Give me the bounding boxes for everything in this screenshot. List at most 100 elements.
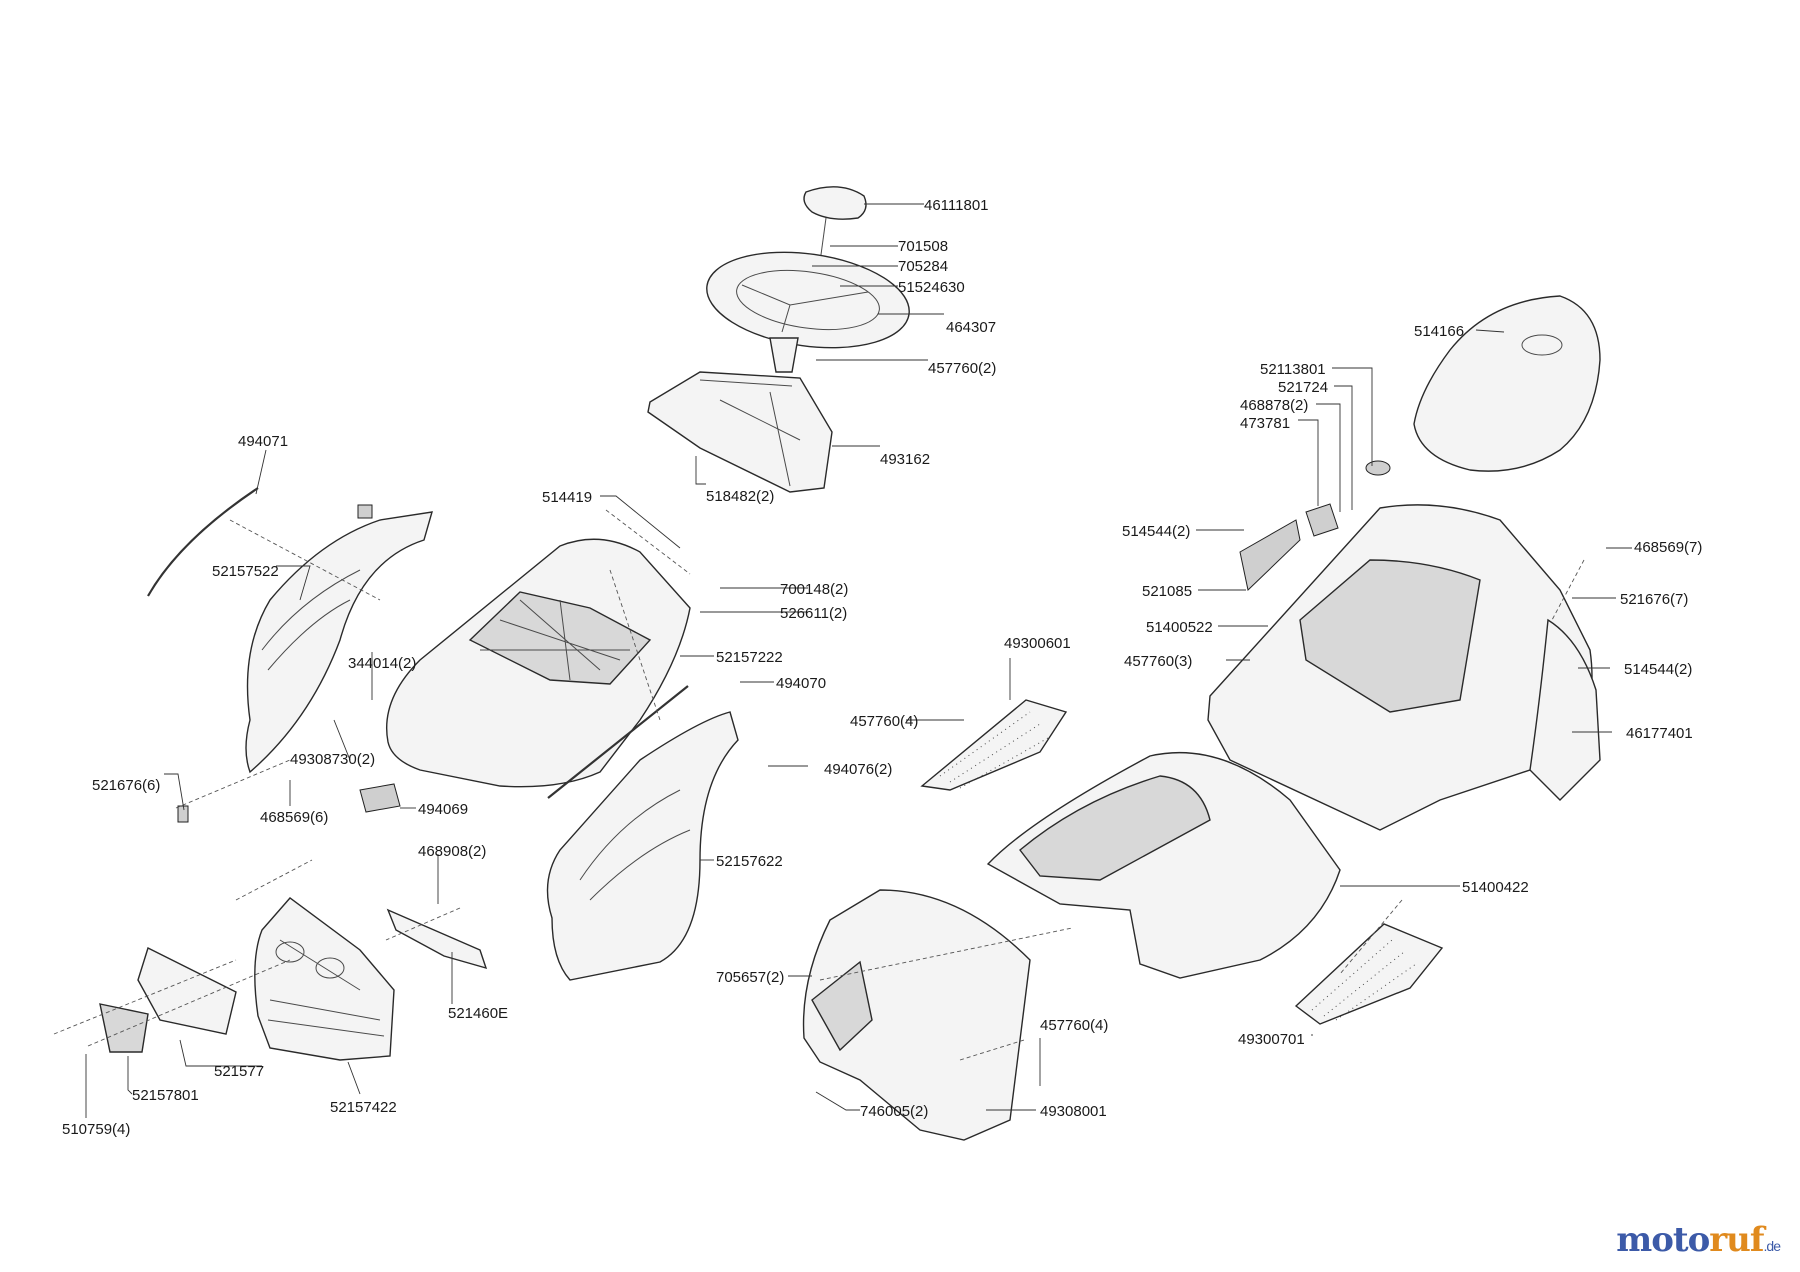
- grille-frame-52157422: [254, 897, 395, 1061]
- part-labels: 46111801 701508 705284 51524630 464307 4…: [62, 197, 1702, 1138]
- label-464307: 464307: [946, 319, 996, 336]
- steering-column: [769, 337, 799, 373]
- label-52157622: 52157622: [716, 853, 783, 870]
- floor-pan-51400422: [986, 751, 1341, 979]
- label-705284: 705284: [898, 258, 948, 275]
- hood-grille-lines: [480, 599, 630, 681]
- label-514544-2-left: 514544(2): [1122, 523, 1190, 540]
- label-457760-3: 457760(3): [1124, 653, 1192, 670]
- left-side-parts: [147, 487, 433, 823]
- label-494076-2: 494076(2): [824, 761, 892, 778]
- label-51524630: 51524630: [898, 279, 965, 296]
- label-468908-2: 468908(2): [418, 843, 486, 860]
- label-52157801: 52157801: [132, 1087, 199, 1104]
- seat-hole: [1521, 334, 1563, 356]
- grille-lamp-2: [315, 957, 345, 979]
- label-521460E: 521460E: [448, 1005, 508, 1022]
- label-468569-7: 468569(7): [1634, 539, 1702, 556]
- label-521085: 521085: [1142, 583, 1192, 600]
- label-521577: 521577: [214, 1063, 264, 1080]
- label-514419: 514419: [542, 489, 592, 506]
- logo-suffix: .de: [1763, 1238, 1781, 1254]
- label-518482-2: 518482(2): [706, 488, 774, 505]
- logo-moto: moto: [1616, 1220, 1710, 1260]
- grille-lamp-1: [275, 941, 305, 963]
- hood-grille: [468, 591, 652, 685]
- label-701508: 701508: [898, 238, 948, 255]
- steering-bolt: [819, 217, 827, 263]
- label-46177401: 46177401: [1626, 725, 1693, 742]
- bracket-521085: [1239, 519, 1301, 591]
- switch-473781: [1305, 503, 1339, 537]
- clip-left-1: [357, 504, 373, 519]
- dashboard-detail: [699, 379, 801, 487]
- label-494070: 494070: [776, 675, 826, 692]
- steering-wheel: [706, 251, 910, 349]
- bracket-521460E: [386, 908, 488, 970]
- footrest-49300701: [1294, 923, 1444, 1025]
- label-700148-2: 700148(2): [780, 581, 848, 598]
- label-51400522: 51400522: [1146, 619, 1213, 636]
- left-fender: [245, 511, 433, 774]
- hood-label-494069: [359, 783, 401, 813]
- label-52113801: 52113801: [1260, 361, 1326, 378]
- lens-521577: [137, 947, 237, 1035]
- seat-opening: [1299, 559, 1481, 713]
- logo-ruf: ruf: [1709, 1220, 1764, 1260]
- label-49300701: 49300701: [1238, 1031, 1305, 1048]
- label-52157222: 52157222: [716, 649, 783, 666]
- label-344014-2: 344014(2): [348, 655, 416, 672]
- footrest-dots-1: [939, 711, 1049, 789]
- label-521724: 521724: [1278, 379, 1328, 396]
- label-468569-6: 468569(6): [260, 809, 328, 826]
- grille-lines: [267, 939, 385, 1037]
- label-510759-4: 510759(4): [62, 1121, 130, 1138]
- footrest-dots-2: [1311, 939, 1417, 1021]
- label-52157522: 52157522: [212, 563, 279, 580]
- steering-assembly: [647, 186, 910, 493]
- label-49308001: 49308001: [1040, 1103, 1107, 1120]
- floor-pan-opening: [1019, 775, 1211, 881]
- dashboard-panel: [647, 371, 833, 493]
- left-fender-vent: [261, 569, 361, 671]
- clip-left-2: [177, 805, 189, 823]
- label-494069: 494069: [418, 801, 468, 818]
- lower-parts: [802, 699, 1444, 1141]
- fender-vent: [579, 789, 691, 901]
- footrest-49300601: [920, 699, 1068, 791]
- steering-cap: [803, 186, 867, 220]
- trim-strip-494071: [147, 487, 259, 597]
- label-46111801: 46111801: [924, 197, 989, 214]
- front-grille-group: [99, 897, 488, 1061]
- label-705657-2: 705657(2): [716, 969, 784, 986]
- cover-46177401: [1529, 618, 1601, 801]
- label-746005-2: 746005(2): [860, 1103, 928, 1120]
- label-521676-7: 521676(7): [1620, 591, 1688, 608]
- label-49300601: 49300601: [1004, 635, 1071, 652]
- assembly-lines: [53, 509, 1585, 1061]
- cap-52113801: [1365, 460, 1391, 476]
- seat-514166: [1413, 295, 1601, 472]
- badge-52157801: [99, 1003, 149, 1053]
- shroud-49308001: [802, 889, 1031, 1141]
- trim-strip-494070: [547, 685, 689, 799]
- label-49308730-2: 49308730(2): [290, 751, 375, 768]
- label-493162: 493162: [880, 451, 930, 468]
- leader-lines: [85, 203, 1632, 1118]
- label-51400422: 51400422: [1462, 879, 1529, 896]
- label-457760-2: 457760(2): [928, 360, 996, 377]
- hood-assembly: [359, 538, 691, 813]
- motoruf-logo: motoruf.de: [1616, 1220, 1781, 1260]
- label-526611-2: 526611(2): [780, 605, 847, 622]
- label-457760-4-lower: 457760(4): [1040, 1017, 1108, 1034]
- label-457760-4-upper: 457760(4): [850, 713, 918, 730]
- label-473781: 473781: [1240, 415, 1290, 432]
- right-fender: [546, 711, 739, 981]
- label-521676-6: 521676(6): [92, 777, 160, 794]
- label-468878-2: 468878(2): [1240, 397, 1308, 414]
- label-52157422: 52157422: [330, 1099, 397, 1116]
- label-514166: 514166: [1414, 323, 1464, 340]
- label-514544-2-right: 514544(2): [1624, 661, 1692, 678]
